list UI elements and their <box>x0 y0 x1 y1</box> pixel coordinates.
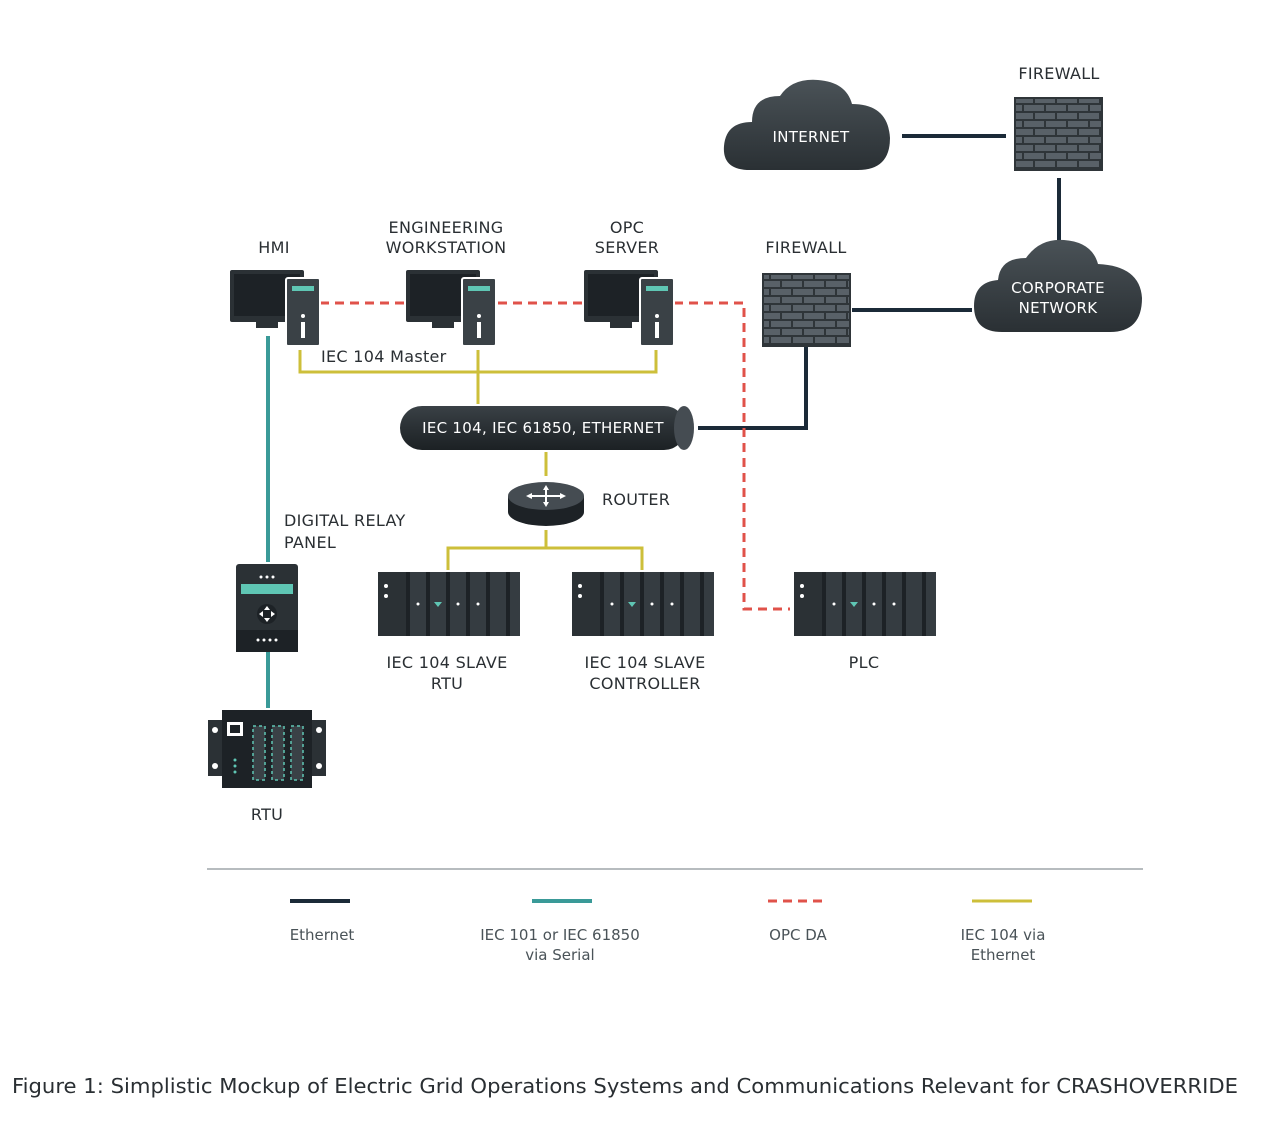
engineering-workstation-label-1: ENGINEERING <box>389 218 504 237</box>
router-label: ROUTER <box>602 490 670 509</box>
slave-rtu-label-1: IEC 104 SLAVE <box>386 653 507 672</box>
hmi-label: HMI <box>258 238 289 257</box>
cloud-icon <box>974 239 1142 332</box>
internet-cloud: INTERNET <box>723 79 890 170</box>
iec104-router-slaves <box>446 530 548 570</box>
engineering-workstation-label-2: WORKSTATION <box>386 238 507 257</box>
corporate-network-label-2: NETWORK <box>1019 299 1099 317</box>
opc-server-label-2: SERVER <box>595 238 659 257</box>
rack-icon <box>794 572 936 636</box>
firewall-top: FIREWALL <box>1014 64 1103 171</box>
rack-icon <box>572 572 714 636</box>
computer-icon <box>406 270 497 347</box>
slave-rtu-label-2: RTU <box>431 674 463 693</box>
figure-caption: Figure 1: Simplistic Mockup of Electric … <box>12 1074 1238 1098</box>
network-bus: IEC 104, IEC 61850, ETHERNET <box>400 406 694 450</box>
firewall-icon <box>762 273 851 347</box>
slave-controller-label-2: CONTROLLER <box>589 674 700 693</box>
cloud-icon <box>723 79 890 170</box>
router-icon <box>508 482 584 526</box>
rack-icon <box>378 572 520 636</box>
corporate-network-cloud: CORPORATE NETWORK <box>974 239 1142 332</box>
relay-label-2: PANEL <box>284 533 336 552</box>
rtu-icon <box>208 710 326 788</box>
digital-relay-panel: DIGITAL RELAY PANEL <box>236 511 406 652</box>
engineering-workstation: ENGINEERING WORKSTATION <box>386 218 507 347</box>
computer-icon <box>230 270 321 347</box>
bus-pipe-icon <box>400 406 686 450</box>
opc-server-plc <box>674 301 790 611</box>
hmi-workstation: HMI <box>230 238 321 347</box>
bus-pipe-end <box>674 406 694 450</box>
relay-icon <box>236 564 298 652</box>
opc-server: OPC SERVER <box>584 218 675 347</box>
router: ROUTER <box>508 482 670 526</box>
legend-label-opc: OPC DA <box>769 926 827 944</box>
rtu: RTU <box>208 710 326 824</box>
legend: Ethernet IEC 101 or IEC 61850 via Serial… <box>290 899 1046 964</box>
firewall-mid: FIREWALL <box>762 238 851 347</box>
legend-label-iec104-2: Ethernet <box>971 946 1036 964</box>
legend-label-serial-2: via Serial <box>525 946 594 964</box>
legend-item-ethernet: Ethernet <box>290 899 355 944</box>
legend-label-iec104-1: IEC 104 via <box>961 926 1046 944</box>
iec104-router-controller <box>546 546 644 570</box>
legend-label-serial-1: IEC 101 or IEC 61850 <box>480 926 640 944</box>
corporate-network-label-1: CORPORATE <box>1011 279 1105 297</box>
legend-label-ethernet: Ethernet <box>290 926 355 944</box>
plc-label: PLC <box>849 653 880 672</box>
relay-label-1: DIGITAL RELAY <box>284 511 406 530</box>
plc: PLC <box>794 572 936 672</box>
firewall-icon <box>1014 97 1103 171</box>
slave-controller: IEC 104 SLAVE CONTROLLER <box>572 572 714 693</box>
bus-label: IEC 104, IEC 61850, ETHERNET <box>422 419 664 437</box>
slave-rtu: IEC 104 SLAVE RTU <box>378 572 520 693</box>
rtu-label: RTU <box>251 805 283 824</box>
ethernet-firewall-bus <box>698 346 808 430</box>
firewall-mid-label: FIREWALL <box>765 238 846 257</box>
legend-item-serial: IEC 101 or IEC 61850 via Serial <box>480 899 640 964</box>
firewall-top-label: FIREWALL <box>1018 64 1099 83</box>
connections <box>266 134 1061 708</box>
legend-item-iec104: IEC 104 via Ethernet <box>961 899 1046 964</box>
legend-item-opc: OPC DA <box>768 899 828 944</box>
internet-label: INTERNET <box>773 128 851 146</box>
iec104-master-label: IEC 104 Master <box>321 347 447 366</box>
slave-controller-label-1: IEC 104 SLAVE <box>584 653 705 672</box>
opc-server-label-1: OPC <box>610 218 644 237</box>
computer-icon <box>584 270 675 347</box>
